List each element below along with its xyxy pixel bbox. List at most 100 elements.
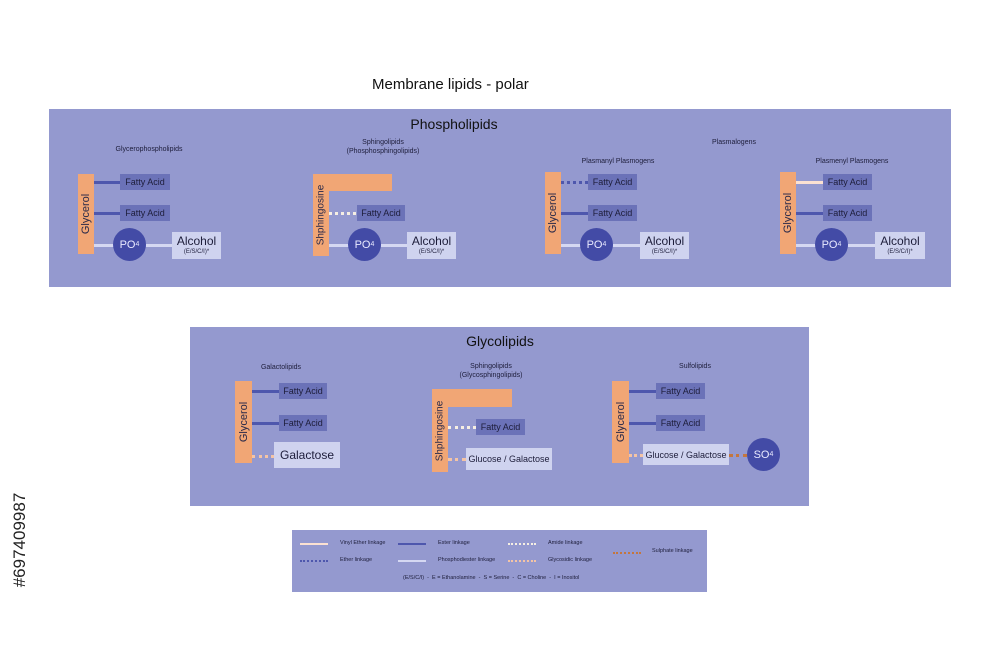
phosphate-subscript: 4 xyxy=(370,241,375,248)
alcohol-note: (E/S/C/I)* xyxy=(887,249,913,255)
legend-amide-swatch xyxy=(508,543,536,545)
galactolipids-caption: Galactolipids xyxy=(260,364,302,371)
glycerol-label: Glycerol xyxy=(614,401,627,443)
alcohol-label: Alcohol xyxy=(880,234,920,248)
glycosidic-linkage xyxy=(448,458,466,461)
alcohol-note: (E/S/C/I)* xyxy=(418,249,445,255)
ester-linkage xyxy=(629,390,656,393)
phosphodiester-linkage xyxy=(146,244,172,247)
sphingosine-top-bar xyxy=(432,389,512,407)
alcohol-label: Alcohol xyxy=(411,234,452,248)
fatty-acid-box: Fatty Acid xyxy=(279,415,327,431)
phosphosphingolipids-caption: Sphingolipids (Phosphosphingolipids) xyxy=(346,139,420,155)
phosphate-subscript: 4 xyxy=(837,241,842,248)
glycerol-label: Glycerol xyxy=(782,192,794,234)
sphingosine-bar: Shphingosine xyxy=(432,389,448,472)
legend-ester-label: Ester linkage xyxy=(438,540,470,546)
ether-linkage xyxy=(561,181,588,184)
ester-linkage xyxy=(252,422,279,425)
phosphodiester-linkage xyxy=(796,244,816,247)
sulphate-label: SO xyxy=(753,448,770,461)
ester-linkage xyxy=(94,212,120,215)
fatty-acid-box: Fatty Acid xyxy=(656,415,705,431)
legend-vinyl-ether-label: Vinyl Ether linkage xyxy=(340,540,386,546)
sphingosine-label: Shphingosine xyxy=(315,184,327,246)
legend-footnote: (E/S/C/I) - E = Ethanolamine - S = Serin… xyxy=(403,575,580,581)
sulphate-subscript: 4 xyxy=(769,451,774,458)
glycerol-bar: Glycerol xyxy=(545,172,561,254)
legend-panel xyxy=(292,530,707,592)
phosphate-label: PO xyxy=(821,238,838,251)
glycerol-label: Glycerol xyxy=(547,192,559,234)
alcohol-note: (E/S/C/I)* xyxy=(183,249,210,255)
phosphodiester-linkage xyxy=(329,244,349,247)
fatty-acid-box: Fatty Acid xyxy=(588,205,637,221)
fatty-acid-box: Fatty Acid xyxy=(357,205,405,221)
fatty-acid-box: Fatty Acid xyxy=(476,419,525,435)
glycerol-label: Glycerol xyxy=(237,401,250,443)
plasmanyl-caption: Plasmanyl Plasmogens xyxy=(581,158,655,165)
page-title: Membrane lipids - polar xyxy=(372,76,529,93)
legend-sulphate-label: Sulphate linkage xyxy=(652,548,693,554)
fatty-acid-box: Fatty Acid xyxy=(279,383,327,399)
legend-sulphate-swatch xyxy=(613,552,641,554)
fatty-acid-box: Fatty Acid xyxy=(656,383,705,399)
ester-linkage xyxy=(561,212,588,215)
alcohol-box: Alcohol (E/S/C/I)* xyxy=(875,232,925,259)
legend-phosphodiester-swatch xyxy=(398,560,426,562)
glycosphingolipids-caption: Sphingolipids (Glycosphingolipids) xyxy=(459,363,523,379)
alcohol-box: Alcohol (E/S/C/I)* xyxy=(172,232,221,259)
legend-glycosidic-swatch xyxy=(508,560,536,562)
phosphodiester-linkage xyxy=(848,244,875,247)
glycerol-bar: Glycerol xyxy=(235,381,252,463)
glycosidic-linkage xyxy=(252,455,274,458)
alcohol-label: Alcohol xyxy=(176,234,217,248)
phosphate-label: PO xyxy=(354,238,371,251)
legend-glycosidic-label: Glycosidic linkage xyxy=(548,557,593,563)
phosphodiester-linkage xyxy=(613,244,640,247)
sphingosine-bar: Shphingosine xyxy=(313,174,329,256)
phosphate-subscript: 4 xyxy=(602,241,607,248)
glycosidic-linkage xyxy=(629,454,643,457)
glycerol-label: Glycerol xyxy=(80,193,92,235)
legend-ether-label: Ether linkage xyxy=(340,557,373,563)
plasmalogens-label: Plasmalogens xyxy=(712,139,756,146)
alcohol-label: Alcohol xyxy=(644,234,685,248)
glycerol-bar: Glycerol xyxy=(612,381,629,463)
sulphate-linkage xyxy=(729,454,747,457)
glycerol-bar: Glycerol xyxy=(780,172,796,254)
fatty-acid-box: Fatty Acid xyxy=(823,205,872,221)
plasmenyl-caption: Plasmenyl Plasmogens xyxy=(815,158,889,165)
alcohol-box: Alcohol (E/S/C/I)* xyxy=(407,232,456,259)
ester-linkage xyxy=(252,390,279,393)
glucose-galactose-box: Glucose / Galactose xyxy=(643,444,729,465)
watermark-text: #697409987 xyxy=(10,492,29,588)
amide-linkage xyxy=(448,426,476,429)
phosphodiester-linkage xyxy=(94,244,114,247)
galactose-box: Galactose xyxy=(274,442,340,468)
amide-linkage xyxy=(329,212,356,215)
alcohol-note: (E/S/C/I)* xyxy=(651,249,678,255)
phosphate-label: PO xyxy=(119,238,136,251)
glycerophospholipids-caption: Glycerophospholipids xyxy=(115,146,183,153)
sphingosine-top-bar xyxy=(313,174,392,191)
ester-linkage xyxy=(796,212,823,215)
vinyl-ether-linkage xyxy=(796,181,823,184)
phospholipids-title: Phospholipids xyxy=(410,116,498,132)
phospholipids-panel xyxy=(49,109,951,287)
fatty-acid-box: Fatty Acid xyxy=(588,174,637,190)
fatty-acid-box: Fatty Acid xyxy=(823,174,872,190)
glycolipids-title: Glycolipids xyxy=(466,333,534,349)
ester-linkage xyxy=(629,422,656,425)
glycerol-bar: Glycerol xyxy=(78,174,94,254)
alcohol-box: Alcohol (E/S/C/I)* xyxy=(640,232,689,259)
sphingosine-label: Shphingosine xyxy=(434,400,446,461)
sulfolipids-caption: Sulfolipids xyxy=(679,363,711,370)
phosphodiester-linkage xyxy=(561,244,581,247)
legend-phosphodiester-label: Phosphodiester linkage xyxy=(438,557,496,563)
